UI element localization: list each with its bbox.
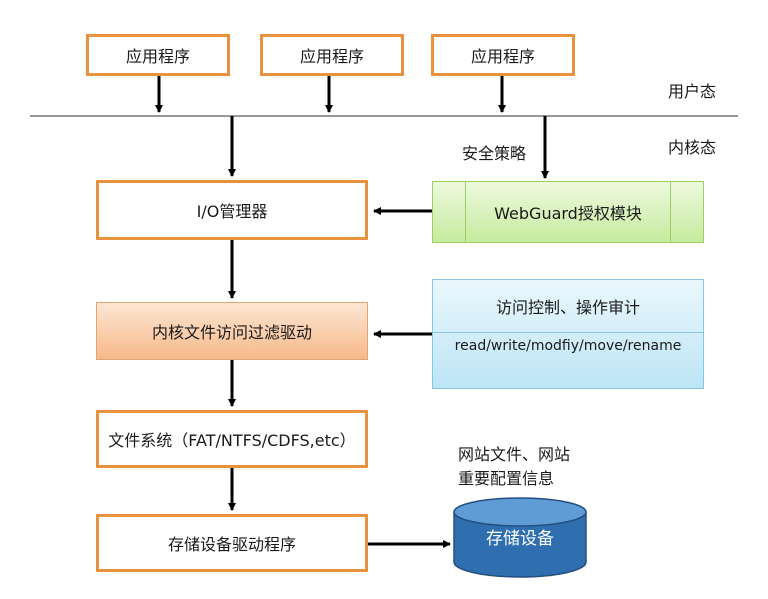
storage-cylinder-icon [453,497,587,578]
io-manager-label: I/O管理器 [196,202,268,221]
security-policy-label: 安全策略 [462,144,527,163]
app-box-2: 应用程序 [260,34,404,76]
file-system-label: 文件系统（FAT/NTFS/CDFS,etc） [108,431,356,450]
storage-driver-box: 存储设备驱动程序 [96,514,368,572]
app-box-1: 应用程序 [86,34,230,76]
access-control-box: 访问控制、操作审计 read/write/modfiy/move/rename [432,279,704,389]
webguard-left-bar [465,182,466,242]
app-box-3: 应用程序 [431,34,575,76]
webguard-module-label: WebGuard授权模块 [494,204,642,223]
storage-device-label: 存储设备 [486,529,554,549]
access-control-operations: read/write/modfiy/move/rename [454,338,682,354]
site-files-note-line-1: 网站文件、网站 [458,445,571,464]
kernel-filter-driver-box: 内核文件访问过滤驱动 [96,302,368,360]
storage-driver-label: 存储设备驱动程序 [167,535,296,554]
app-label-3: 应用程序 [470,47,535,66]
site-files-note-line-2: 重要配置信息 [458,469,555,488]
access-control-title: 访问控制、操作审计 [433,280,703,333]
user-space-label: 用户态 [668,82,717,101]
webguard-module-box: WebGuard授权模块 [432,181,704,243]
app-label-2: 应用程序 [299,47,364,66]
kernel-space-label: 内核态 [668,138,717,157]
webguard-right-bar [670,182,671,242]
kernel-filter-driver-label: 内核文件访问过滤驱动 [151,323,312,342]
io-manager-box: I/O管理器 [96,180,368,240]
app-label-1: 应用程序 [125,47,190,66]
file-system-box: 文件系统（FAT/NTFS/CDFS,etc） [96,410,368,468]
